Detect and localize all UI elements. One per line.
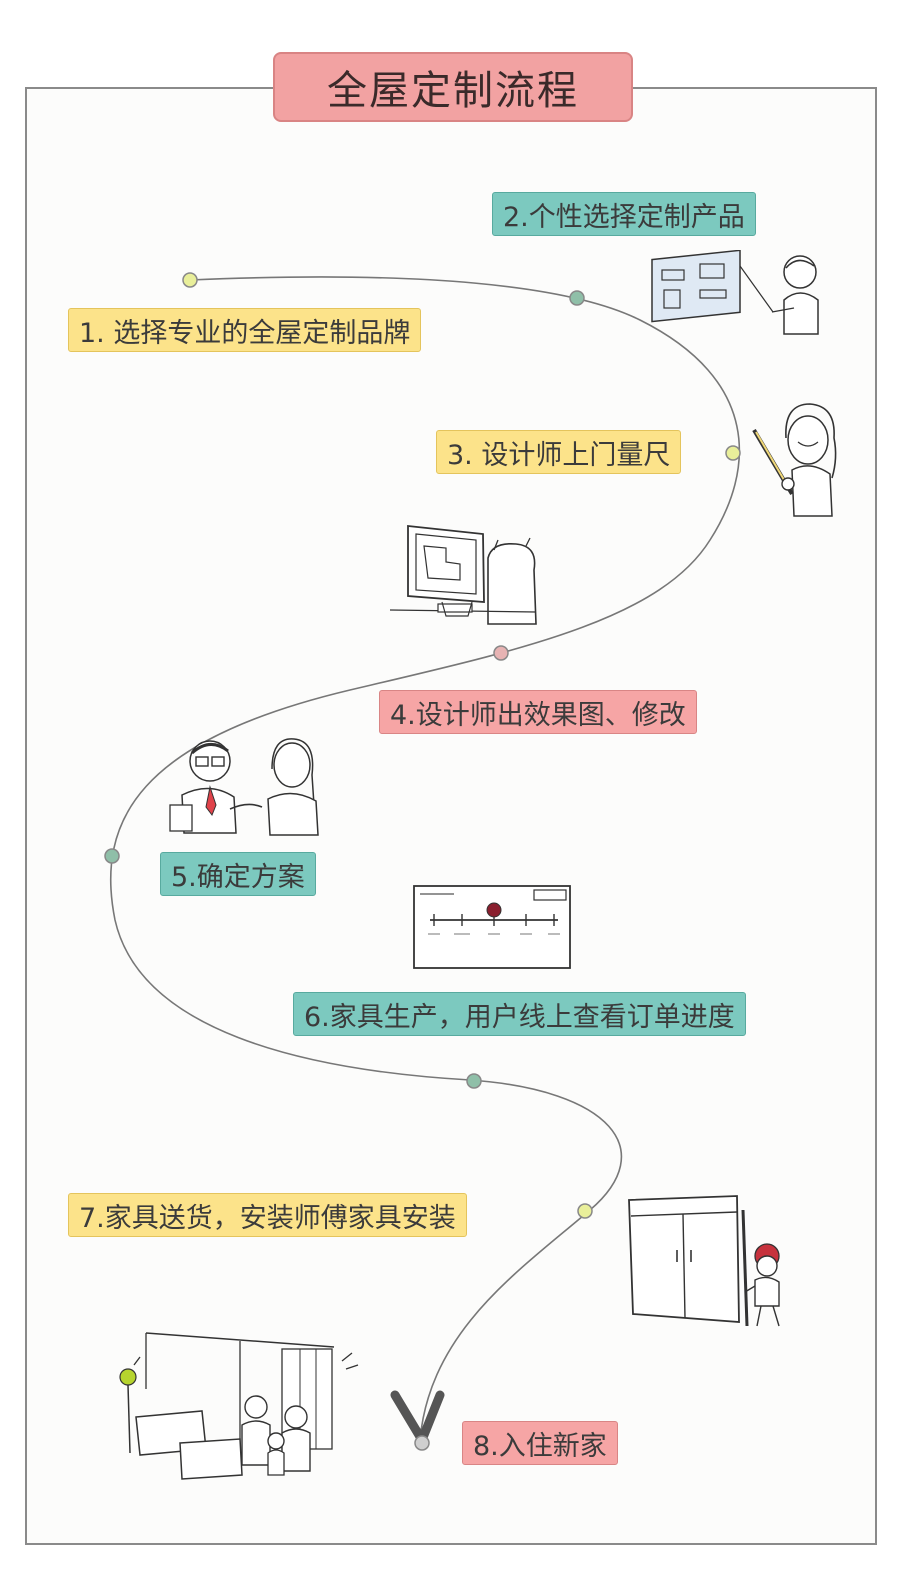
step8-label: 8.入住新家 [462, 1421, 618, 1465]
page-title: 全屋定制流程 [273, 52, 633, 122]
step7-dot [577, 1203, 593, 1219]
flow-curve [109, 276, 741, 1441]
product-catalog-sketch-icon [651, 250, 819, 335]
step6-dot [466, 1073, 482, 1089]
step4-dot [493, 645, 509, 661]
step2-dot [569, 290, 585, 306]
wardrobe-installer-sketch-icon [628, 1195, 780, 1327]
order-progress-sketch-icon [413, 885, 571, 969]
step1-label: 1. 选择专业的全屋定制品牌 [68, 308, 422, 352]
measuring-designer-sketch-icon [752, 403, 837, 517]
step3-dot [725, 445, 741, 461]
computer-design-sketch-icon [389, 524, 537, 625]
handshake-sketch-icon [169, 738, 319, 836]
step4-label: 4.设计师出效果图、修改 [379, 690, 697, 734]
step3-label: 3. 设计师上门量尺 [436, 430, 682, 474]
step1-dot [182, 272, 198, 288]
arrow-head-icon [390, 1390, 445, 1445]
step8-dot [414, 1435, 430, 1451]
family-living-room-sketch-icon [119, 1332, 359, 1480]
step7-label: 7.家具送货，安装师傅家具安装 [68, 1193, 467, 1237]
step5-label: 5.确定方案 [160, 852, 316, 896]
step5-dot [104, 848, 120, 864]
step2-label: 2.个性选择定制产品 [492, 192, 756, 236]
step6-label: 6.家具生产，用户线上查看订单进度 [293, 992, 746, 1036]
